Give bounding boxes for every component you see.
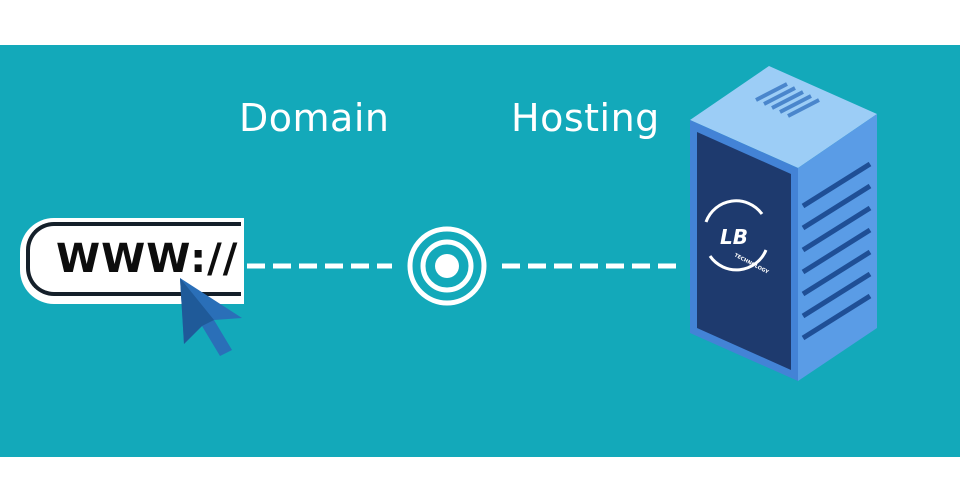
target-rings-icon bbox=[407, 226, 487, 306]
url-bar-text: WWW:// bbox=[56, 236, 239, 282]
logo-text: LB bbox=[720, 225, 748, 249]
side-vents bbox=[801, 161, 872, 341]
server-tower-icon: LB TECHNOLOGY bbox=[690, 66, 877, 381]
lb-technology-logo: LB TECHNOLOGY bbox=[704, 199, 770, 276]
url-bar-frame bbox=[26, 222, 241, 296]
hosting-label: Hosting bbox=[511, 96, 660, 140]
top-vents bbox=[755, 82, 820, 118]
mouse-pointer-icon bbox=[180, 278, 242, 356]
domain-label: Domain bbox=[239, 96, 390, 140]
